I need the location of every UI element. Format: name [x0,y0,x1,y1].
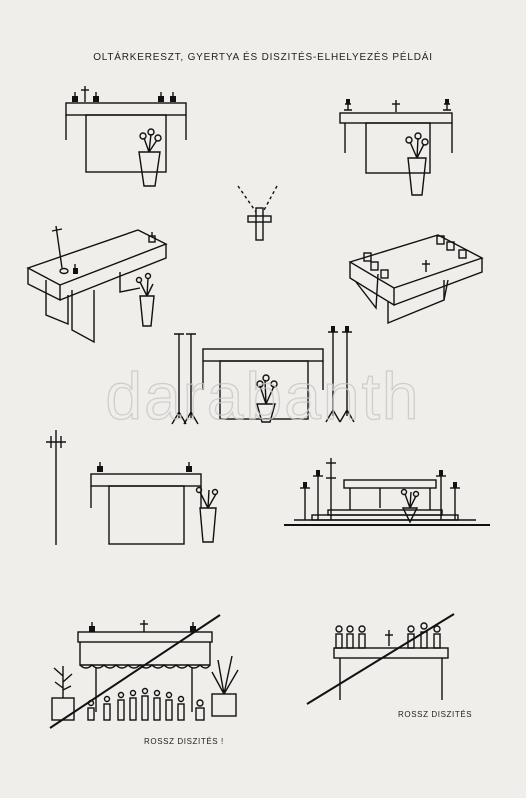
flower-vase-icon [405,132,429,196]
altar-figure-1 [65,86,187,187]
altar-figure-5 [171,326,355,425]
candle-icon [436,235,445,245]
candle-icon [170,92,176,102]
processional-cross-icon [46,430,66,545]
candelabra-icon [450,482,460,520]
hanging-cross-icon [237,185,278,241]
altar-figure-3 [26,225,168,344]
candle-icon [190,622,196,632]
flower-vase-icon [138,128,162,187]
altar-figure-2 [339,99,453,196]
candle-icon [458,249,467,259]
candle-icon [370,261,379,271]
candelabra-icon [300,482,310,520]
flower-vase-icon [256,374,278,423]
floor-candlestick-icon [339,326,355,423]
altar-figure-7 [284,458,490,526]
flower-vase-icon [135,272,155,327]
candle-icon [72,92,78,102]
candelabra-icon [436,470,446,520]
candle-icon [93,92,99,102]
potted-plant-icon [51,666,75,721]
candle-icon [73,264,78,274]
caption-bad-decoration-left: ROSSZ DISZITÉS ! [144,737,224,746]
cross-icon [140,620,148,632]
floor-candlestick-icon [325,326,341,423]
candle-icon [380,269,389,279]
floor-candlestick-icon [183,333,199,425]
strike-through-line [306,613,455,705]
candle-icon [446,241,455,251]
candelabra-icon [313,470,323,520]
strike-through-line [49,614,221,729]
cross-icon [422,260,430,272]
candle-icon [186,462,192,472]
watermark: darabanth [105,358,421,433]
bad-decoration-figure-1 [49,614,239,729]
cross-icon [51,225,63,269]
candlestick-icon [443,99,451,111]
altar-figure-6 [46,430,219,545]
candle-icon [158,92,164,102]
cross-icon [81,86,89,102]
flower-pot-row-icon [87,687,205,721]
page-title: OLTÁRKERESZT, GYERTYA ÉS DISZITÉS-ELHELY… [93,52,433,63]
potted-plant-icon [211,655,239,717]
candle-icon [148,232,156,243]
flower-vase-icon [400,488,420,524]
caption-bad-decoration-right: ROSSZ DISZITÉS [398,710,473,719]
candle-icon [97,462,103,472]
bad-decoration-figure-2 [306,613,455,705]
cross-icon [385,630,393,646]
cross-icon [392,100,400,112]
flower-pot-row-icon [335,622,441,649]
candle-icon [363,252,372,262]
floor-candlestick-icon [171,333,187,425]
candlestick-icon [344,99,352,111]
candle-icon [89,622,95,632]
flower-vase-icon [195,486,219,543]
altar-figure-4 [348,234,484,325]
cross-icon [326,458,336,520]
